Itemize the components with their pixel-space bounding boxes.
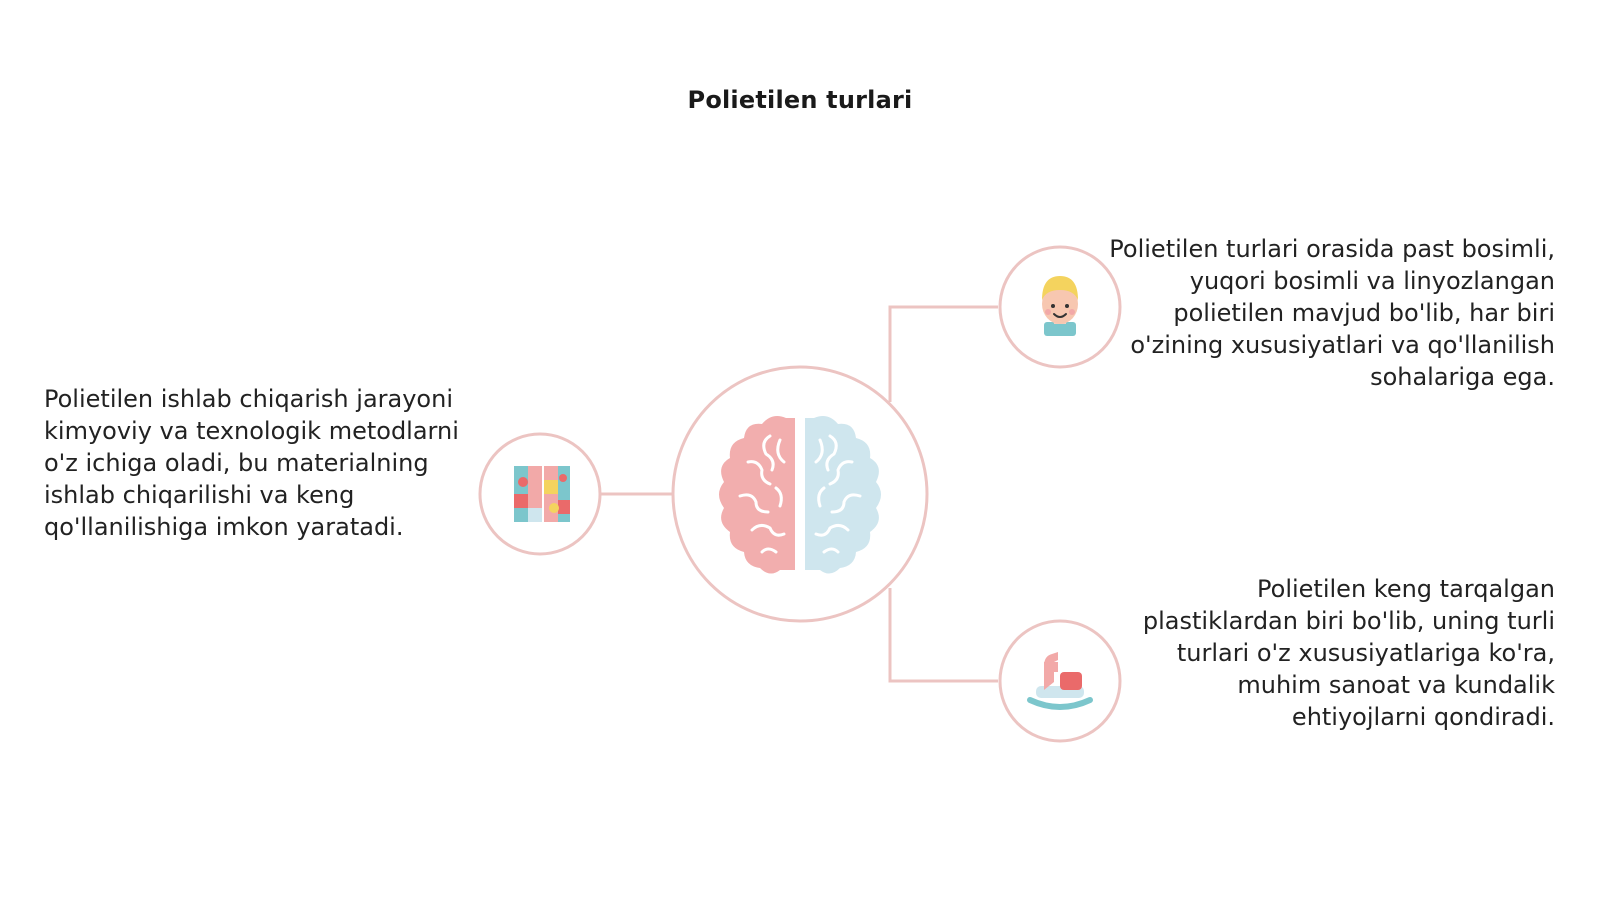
center-node [671, 365, 929, 623]
brain-icon [719, 416, 881, 574]
child-face-icon [1042, 276, 1078, 336]
connector-top-right [888, 305, 998, 402]
bottom-right-node-text: Polietilen keng tarqalgan plastiklardan … [1142, 575, 1555, 731]
rocking-horse-icon [1027, 652, 1093, 710]
left-node-text: Polietilen ishlab chiqarish jarayoni kim… [44, 385, 459, 541]
connector-bottom-right [888, 588, 998, 683]
top-right-node-text: Polietilen turlari orasida past bosimli,… [1109, 235, 1555, 391]
page-title: Polietilen turlari [687, 86, 913, 114]
puzzle-blocks-icon [514, 466, 570, 522]
connectors [601, 305, 998, 683]
